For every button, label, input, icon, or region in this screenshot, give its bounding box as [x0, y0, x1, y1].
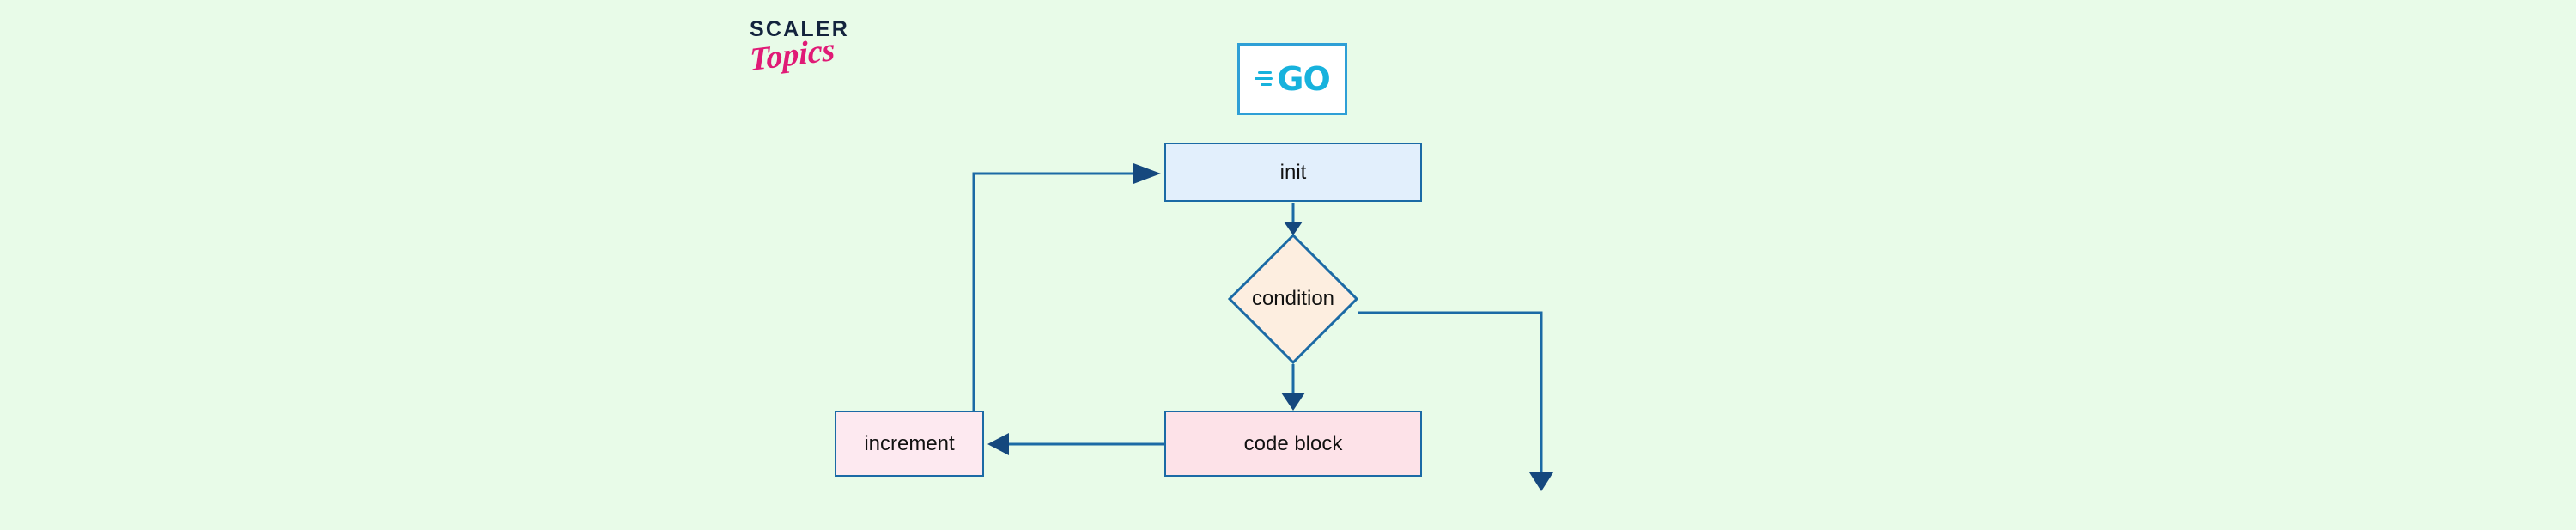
edge-increment-to-init	[972, 163, 1161, 411]
node-increment-label: increment	[864, 431, 955, 455]
node-init[interactable]: init	[1164, 143, 1422, 202]
diamond-shape	[1228, 234, 1358, 364]
edge-condition-to-exit	[1358, 311, 1553, 491]
node-condition-label: condition	[1251, 287, 1335, 310]
node-code-block-label: code block	[1243, 431, 1343, 455]
go-wordmark-text: GO	[1277, 60, 1330, 98]
node-init-label: init	[1279, 160, 1307, 184]
edge-code-block-to-increment	[987, 433, 1164, 455]
edge-init-to-condition	[1284, 203, 1303, 235]
go-gopher-logo-icon: GO	[1255, 60, 1331, 98]
node-increment[interactable]: increment	[835, 411, 984, 477]
edge-condition-to-code-block	[1281, 364, 1305, 411]
brand-wordmark-text: SCALER	[750, 17, 849, 41]
node-go-logo: GO	[1237, 43, 1347, 115]
scaler-topics-logo: SCALER Topics	[750, 19, 896, 86]
node-condition[interactable]: condition	[1228, 234, 1358, 364]
node-code-block[interactable]: code block	[1164, 411, 1422, 477]
speed-lines-icon	[1255, 70, 1273, 88]
